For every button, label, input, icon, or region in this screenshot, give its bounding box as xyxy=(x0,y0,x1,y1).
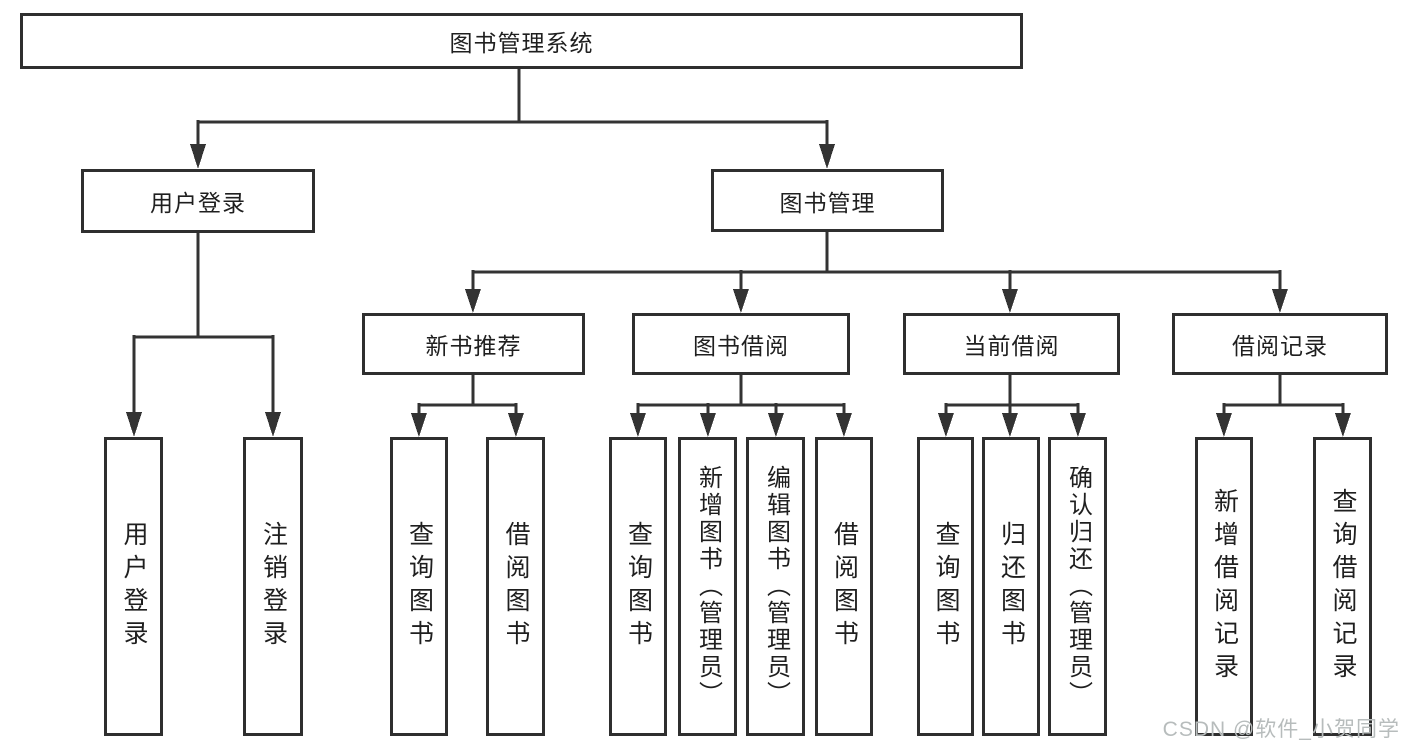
node-book-management-label: 图书管理 xyxy=(779,189,876,216)
leaf-bb-borrow-books: 借阅图书 xyxy=(815,437,873,736)
leaf-nbr-query-books-label: 查询图书 xyxy=(405,520,434,653)
node-new-book-recommend-label: 新书推荐 xyxy=(425,333,522,359)
leaf-logout-label: 注销登录 xyxy=(259,520,288,653)
leaf-nbr-query-books: 查询图书 xyxy=(390,437,448,736)
leaf-bb-query-books-label: 查询图书 xyxy=(624,520,653,653)
node-book-borrowing: 图书借阅 xyxy=(632,313,850,375)
leaf-bb-add-books-admin: 新增图书（管理员） xyxy=(678,437,737,736)
leaf-bb-borrow-books-label: 借阅图书 xyxy=(830,520,859,653)
node-current-borrowing: 当前借阅 xyxy=(903,313,1120,375)
node-user-login: 用户登录 xyxy=(81,169,315,233)
leaf-cb-return-books-label: 归还图书 xyxy=(997,520,1026,653)
leaf-user-login: 用户登录 xyxy=(104,437,163,736)
leaf-br-query-record: 查询借阅记录 xyxy=(1313,437,1372,736)
leaf-bb-edit-books-admin-label: 编辑图书（管理员） xyxy=(762,465,790,708)
leaf-br-query-record-label: 查询借阅记录 xyxy=(1329,487,1357,686)
node-root-label: 图书管理系统 xyxy=(449,30,594,56)
node-root-system: 图书管理系统 xyxy=(20,13,1023,69)
node-current-borrowing-label: 当前借阅 xyxy=(963,333,1060,359)
leaf-logout: 注销登录 xyxy=(243,437,303,736)
leaf-br-add-record: 新增借阅记录 xyxy=(1195,437,1253,736)
leaf-nbr-borrow-books: 借阅图书 xyxy=(486,437,545,736)
leaf-cb-confirm-return-admin: 确认归还（管理员） xyxy=(1048,437,1107,736)
node-borrowing-records: 借阅记录 xyxy=(1172,313,1388,375)
leaf-nbr-borrow-books-label: 借阅图书 xyxy=(502,520,530,653)
leaf-user-login-label: 用户登录 xyxy=(120,520,148,653)
leaf-cb-query-books-label: 查询图书 xyxy=(932,520,960,653)
leaf-br-add-record-label: 新增借阅记录 xyxy=(1210,487,1239,686)
leaf-bb-add-books-admin-label: 新增图书（管理员） xyxy=(694,465,722,708)
node-book-borrowing-label: 图书借阅 xyxy=(693,333,789,359)
leaf-cb-return-books: 归还图书 xyxy=(982,437,1040,736)
leaf-cb-query-books: 查询图书 xyxy=(917,437,974,736)
leaf-bb-edit-books-admin: 编辑图书（管理员） xyxy=(746,437,805,736)
node-user-login-label: 用户登录 xyxy=(150,190,246,216)
leaf-cb-confirm-return-admin-label: 确认归还（管理员） xyxy=(1064,465,1092,708)
leaf-bb-query-books: 查询图书 xyxy=(609,437,667,736)
node-borrowing-records-label: 借阅记录 xyxy=(1232,333,1328,359)
csdn-watermark: CSDN @软件_小贺同学 xyxy=(1162,718,1400,741)
node-new-book-recommend: 新书推荐 xyxy=(362,313,585,375)
node-book-management: 图书管理 xyxy=(711,169,944,232)
